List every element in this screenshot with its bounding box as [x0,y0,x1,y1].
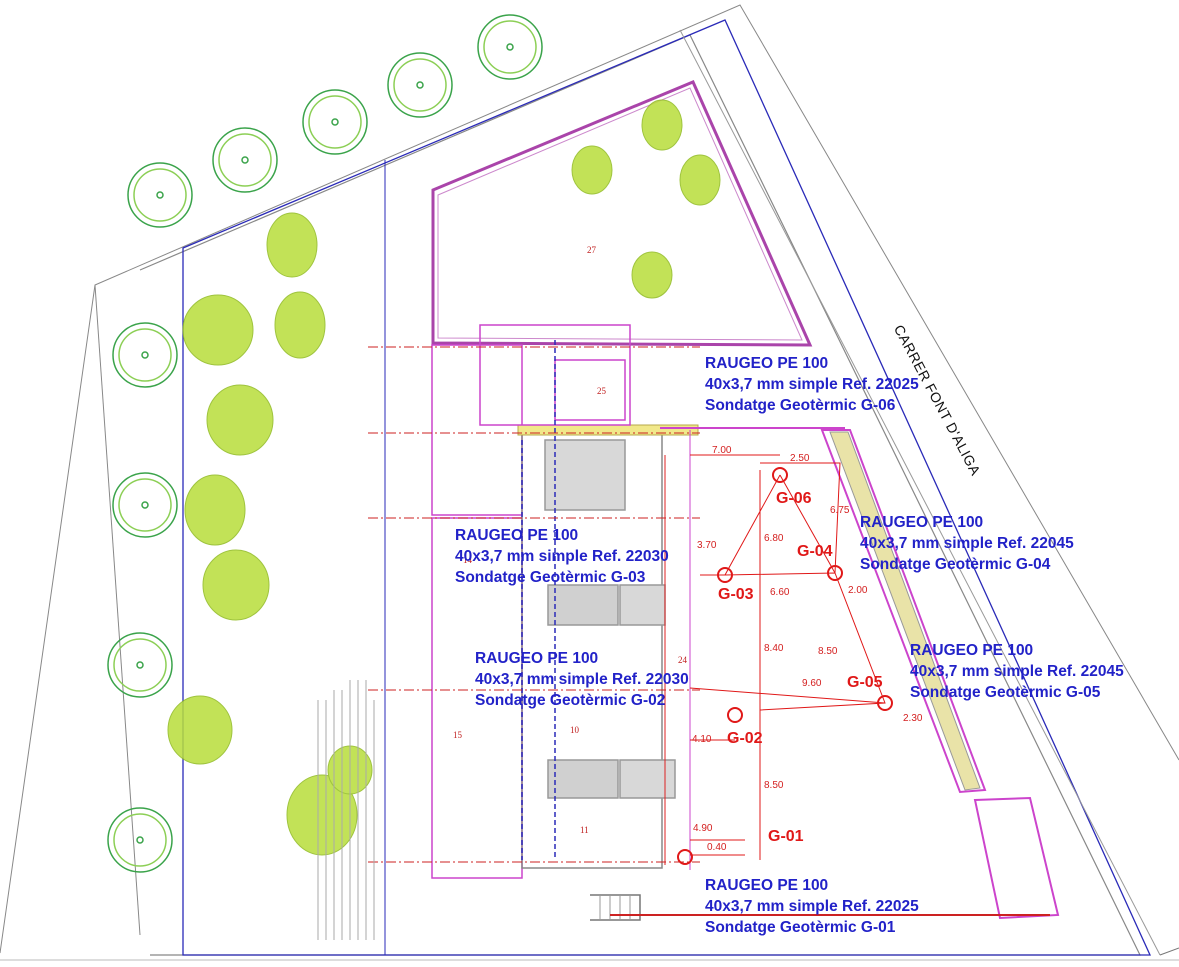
borehole-g03 [717,567,733,583]
room-number: 15 [453,730,462,740]
street-trees [107,14,543,873]
annotation-g04: RAUGEO PE 100 40x3,7 mm simple Ref. 2204… [860,512,1074,575]
borehole-g02 [727,707,743,723]
annotation-line1: RAUGEO PE 100 [705,877,829,894]
borehole-label: G-05 [847,674,883,691]
dimension-value: 6.60 [770,587,790,598]
annotation-line2: 40x3,7 mm simple Ref. 22030 [455,548,669,565]
annotation-line3: Sondatge Geotèrmic G-02 [475,692,666,709]
annotation-g01: RAUGEO PE 100 40x3,7 mm simple Ref. 2202… [705,875,919,938]
dimension-value: 6.80 [764,533,784,544]
dimension-value: 8.50 [818,646,838,657]
annotation-line1: RAUGEO PE 100 [705,355,829,372]
dimension-value: 9.60 [802,678,822,689]
room-number: 14 [463,555,472,565]
garden-plot [431,80,813,347]
building-plan [431,324,1050,921]
annotation-line3: Sondatge Geotèrmic G-05 [910,684,1101,701]
dimension-value: 4.90 [693,823,713,834]
dimension-value: 8.40 [764,643,784,654]
annotation-g06: RAUGEO PE 100 40x3,7 mm simple Ref. 2202… [705,353,919,416]
annotation-line2: 40x3,7 mm simple Ref. 22030 [475,671,689,688]
dimension-value: 0.40 [707,842,727,853]
borehole-label: G-01 [768,828,804,845]
shrubs [167,99,721,856]
borehole-g05 [877,695,893,711]
annotation-g03: RAUGEO PE 100 40x3,7 mm simple Ref. 2203… [455,525,669,588]
street-strip [820,429,1060,920]
dimension-value: 7.00 [712,445,732,456]
dimension-value: 2.00 [848,585,868,596]
annotation-line1: RAUGEO PE 100 [860,514,984,531]
borehole-label: G-06 [776,490,812,507]
borehole-label: G-04 [797,543,833,560]
annotation-line3: Sondatge Geotèrmic G-03 [455,569,646,586]
annotation-line2: 40x3,7 mm simple Ref. 22025 [705,376,919,393]
dimension-lines [689,454,886,860]
room-number: 27 [587,245,596,255]
annotation-line2: 40x3,7 mm simple Ref. 22045 [910,663,1124,680]
annotation-line2: 40x3,7 mm simple Ref. 22025 [705,898,919,915]
dimension-value: 6.75 [830,505,850,516]
annotation-line1: RAUGEO PE 100 [455,527,579,544]
annotation-line1: RAUGEO PE 100 [475,650,599,667]
dimension-value: 4.10 [692,734,712,745]
annotation-line2: 40x3,7 mm simple Ref. 22045 [860,535,1074,552]
borehole-label: G-03 [718,586,754,603]
annotation-line1: RAUGEO PE 100 [910,642,1034,659]
annotation-line3: Sondatge Geotèrmic G-04 [860,556,1051,573]
annotation-line3: Sondatge Geotèrmic G-01 [705,919,896,936]
borehole-g04 [827,565,843,581]
dimension-value: 2.30 [903,713,923,724]
dimension-value: 2.50 [790,453,810,464]
dimension-value: 8.50 [764,780,784,791]
dimension-value: 3.70 [697,540,717,551]
borehole-g01 [677,849,693,865]
room-number: 10 [570,725,579,735]
annotation-g02: RAUGEO PE 100 40x3,7 mm simple Ref. 2203… [475,648,689,711]
room-number: 24 [678,655,687,665]
parking-stripes [317,680,375,940]
annotation-g05: RAUGEO PE 100 40x3,7 mm simple Ref. 2204… [910,640,1124,703]
room-number: 11 [580,825,589,835]
section-lines [368,346,700,863]
borehole-g06 [772,467,788,483]
borehole-markers [677,467,893,865]
annotation-line3: Sondatge Geotèrmic G-06 [705,397,896,414]
borehole-label: G-02 [727,730,763,747]
room-number: 25 [597,386,606,396]
